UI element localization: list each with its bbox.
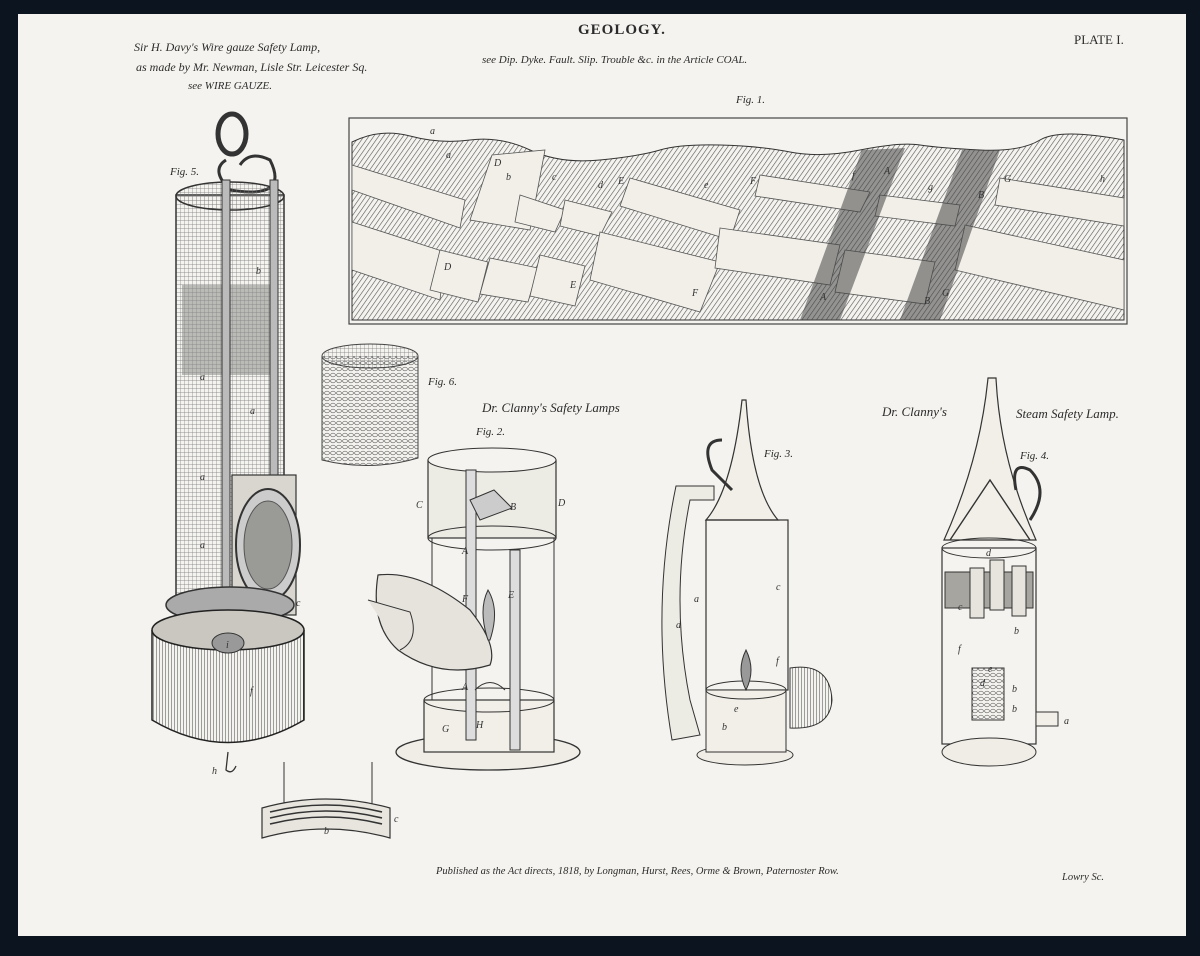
ref-letter: i [226,640,229,651]
ref-letter: B [924,296,931,307]
ref-letter: d [598,180,603,191]
ref-letter: D [558,498,566,509]
ref-letter: a [430,126,435,137]
ref-letter: f [250,686,253,697]
ref-letter: a [200,540,205,551]
ref-letter: G [1004,174,1012,185]
ref-letter: b [1012,704,1017,715]
ref-letter: b [1014,626,1019,637]
ref-letter: e [734,704,739,715]
ref-letter: A [462,682,469,693]
fig2-clanny-lamp [367,447,581,771]
clanny-title: Dr. Clanny's Safety Lamps [482,400,620,415]
davy-caption-line3: see WIRE GAUZE. [188,80,273,92]
ref-letter: F [750,176,757,187]
ref-letter: a [1064,716,1069,727]
ref-letter: a [200,472,205,483]
ref-letter: H [476,720,484,731]
publisher-line: Published as the Act directs, 1818, by L… [436,866,839,877]
ref-letter: D [444,262,452,273]
ref-letter: D [494,158,502,169]
clanny-steam-title-1: Dr. Clanny's [882,404,947,419]
ref-letter: h [1100,174,1105,185]
plate-heading: GEOLOGY. [578,22,666,38]
clanny-steam-title-2: Steam Safety Lamp. [1016,406,1119,421]
ref-letter: c [552,172,557,183]
fig5-davy-lamp [151,111,305,773]
ref-letter: E [618,176,625,187]
ref-letter: G [442,724,450,735]
engraver-credit: Lowry Sc. [1062,872,1104,883]
davy-caption-line2: as made by Mr. Newman, Lisle Str. Leices… [136,60,368,74]
ref-letter: c [776,582,781,593]
ref-letter: d [986,548,991,559]
ref-letter: a [694,594,699,605]
ref-letter: A [884,166,891,177]
ref-letter: c [296,598,301,609]
ref-letter: e [704,180,709,191]
ref-letter: A [462,546,469,557]
fig3-label: Fig. 3. [764,448,794,460]
ref-letter: g [928,182,933,193]
davy-caption-line1: Sir H. Davy's Wire gauze Safety Lamp, [134,40,321,54]
ref-letter: b [722,722,727,733]
ref-letter: c [958,602,963,613]
fig6-label: Fig. 6. [428,376,458,388]
ref-letter: A [820,292,827,303]
ref-letter: F [462,594,469,605]
ref-letter: f [852,170,855,181]
ref-letter: C [416,500,423,511]
ref-letter: a [446,150,451,161]
fig1-strata-diagram [348,117,1128,325]
ref-letter: G [942,288,950,299]
ref-letter: B [510,502,517,513]
fig3-clanny-lamp [661,399,833,766]
ref-letter: E [570,280,577,291]
ref-letter: d [980,678,985,689]
ref-letter: B [978,190,985,201]
ref-letter: b [506,172,511,183]
fig5-detail-ring [261,762,391,839]
ref-letter: F [692,288,699,299]
fig4-label: Fig. 4. [1020,450,1050,462]
ref-letter: f [958,644,961,655]
ref-letter: b [256,266,261,277]
ref-letter: d [676,620,681,631]
fig6-gauze-cylinder [321,343,419,466]
fig4-steam-lamp [941,377,1059,767]
plate-number: PLATE I. [1074,32,1124,47]
ref-letter: c [394,814,399,825]
coal-reference: see Dip. Dyke. Fault. Slip. Trouble &c. … [482,54,748,66]
ref-letter: b [324,826,329,837]
ref-letter: a [200,372,205,383]
ref-letter: E [508,590,515,601]
ref-letter: b [1012,684,1017,695]
fig1-label: Fig. 1. [736,94,766,106]
ref-letter: h [212,766,217,777]
fig5-label: Fig. 5. [170,166,200,178]
ref-letter: a [250,406,255,417]
ref-letter: e [988,664,993,675]
ref-letter: f [776,656,779,667]
fig2-label: Fig. 2. [476,426,506,438]
